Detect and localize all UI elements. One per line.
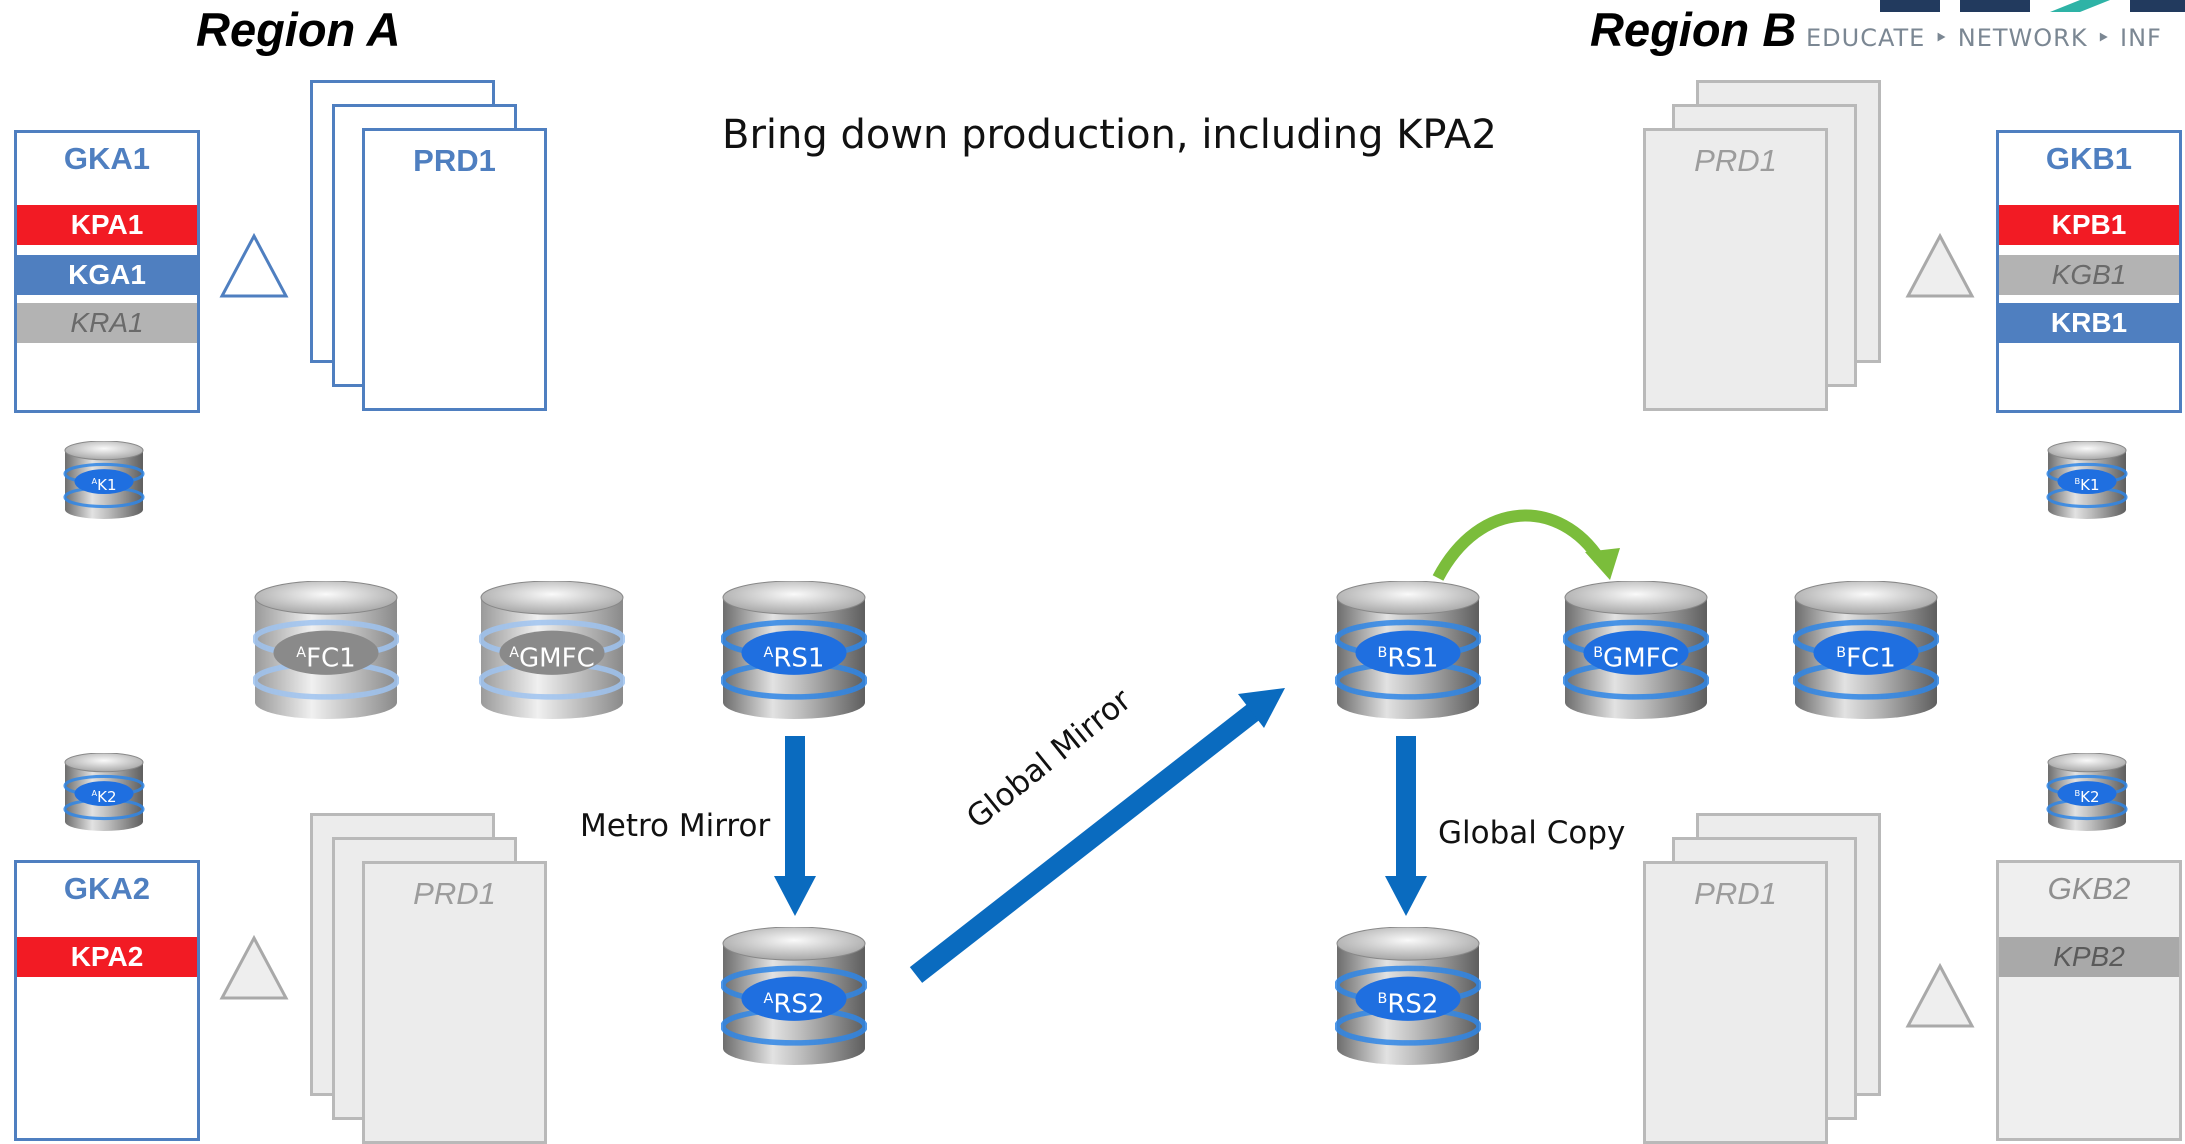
database-name: GMFC xyxy=(1603,643,1679,674)
database-region-superscript: B xyxy=(1836,644,1847,661)
database-label: BRS1 xyxy=(1335,635,1481,677)
database-region-superscript: A xyxy=(763,644,774,661)
prd-page-front: PRD1 xyxy=(1643,861,1828,1144)
row-kga1: KGA1 xyxy=(17,255,197,295)
prd-page-front: PRD1 xyxy=(362,861,547,1144)
database-brs2: BRS2 xyxy=(1334,926,1482,1065)
prd-label: PRD1 xyxy=(413,143,496,178)
database-label: AK1 xyxy=(63,471,145,495)
row-kpa1: KPA1 xyxy=(17,205,197,245)
row-kgb1: KGB1 xyxy=(1999,255,2179,295)
database-region-superscript: B xyxy=(1593,644,1604,661)
database-region-superscript: B xyxy=(2074,788,2081,799)
prd-page-front: PRD1 xyxy=(1643,128,1828,411)
database-afc1: AFC1 xyxy=(252,580,400,719)
database-label: BGMFC xyxy=(1563,635,1709,677)
triangle-icon xyxy=(1905,232,1975,298)
logo-icon xyxy=(1880,0,2185,12)
database-region-superscript: A xyxy=(91,476,98,487)
system-title: GKB2 xyxy=(2047,871,2131,906)
global-mirror-arrow xyxy=(909,688,1285,983)
global-copy-arrow xyxy=(1385,736,1427,916)
database-name: GMFC xyxy=(519,643,595,674)
database-region-superscript: A xyxy=(296,644,307,661)
green-curve-arrow xyxy=(1432,509,1620,581)
logo-tagline: EDUCATE ‣ NETWORK ‣ INF xyxy=(1806,24,2162,52)
database-region-superscript: B xyxy=(1377,990,1388,1007)
metro-mirror-label: Metro Mirror xyxy=(580,808,771,844)
database-label: AFC1 xyxy=(253,635,399,677)
database-region-superscript: A xyxy=(91,788,98,799)
database-ars2: ARS2 xyxy=(720,926,868,1065)
triangle-icon xyxy=(219,934,289,1000)
database-agmfc: AGMFC xyxy=(478,580,626,719)
database-label: AGMFC xyxy=(479,635,625,677)
row-krb1: KRB1 xyxy=(1999,303,2179,343)
system-title: GKA1 xyxy=(63,141,151,176)
database-label: ARS1 xyxy=(721,635,867,677)
database-name: K2 xyxy=(97,788,117,807)
system-gkb2: GKB2 KPB2 xyxy=(1996,860,2182,1141)
prd-page-front: PRD1 xyxy=(362,128,547,411)
database-brs1: BRS1 xyxy=(1334,580,1482,719)
database-label: ARS2 xyxy=(721,981,867,1023)
database-bgmfc: BGMFC xyxy=(1562,580,1710,719)
database-label: BK2 xyxy=(2046,783,2128,807)
system-gka2: GKA2 KPA2 xyxy=(14,860,200,1141)
database-name: FC1 xyxy=(306,643,356,674)
global-copy-label: Global Copy xyxy=(1438,815,1626,851)
database-name: K2 xyxy=(2080,788,2100,807)
database-ak2: AK2 xyxy=(63,752,145,831)
headline: Bring down production, including KPA2 xyxy=(722,112,1497,158)
row-kpb2: KPB2 xyxy=(1999,937,2179,977)
triangle-icon xyxy=(219,232,289,298)
database-name: RS2 xyxy=(773,989,825,1020)
row-kpb1: KPB1 xyxy=(1999,205,2179,245)
system-gkb1: GKB1 KPB1 KGB1 KRB1 xyxy=(1996,130,2182,413)
region-b-title: Region B xyxy=(1590,3,1797,56)
database-ars1: ARS1 xyxy=(720,580,868,719)
database-name: RS1 xyxy=(1387,643,1439,674)
database-region-superscript: B xyxy=(2074,476,2081,487)
metro-mirror-arrow xyxy=(774,736,816,916)
system-title: GKA2 xyxy=(63,871,151,906)
prd-label: PRD1 xyxy=(1694,876,1777,911)
database-region-superscript: B xyxy=(1377,644,1388,661)
database-bk1: BK1 xyxy=(2046,440,2128,519)
triangle-icon xyxy=(1905,962,1975,1028)
prd-label: PRD1 xyxy=(413,876,496,911)
database-ak1: AK1 xyxy=(63,440,145,519)
database-name: K1 xyxy=(2080,476,2100,495)
database-name: RS1 xyxy=(773,643,825,674)
database-bfc1: BFC1 xyxy=(1792,580,1940,719)
database-label: BK1 xyxy=(2046,471,2128,495)
database-region-superscript: A xyxy=(509,644,520,661)
system-gka1: GKA1 KPA1 KGA1 KRA1 xyxy=(14,130,200,413)
database-label: AK2 xyxy=(63,783,145,807)
database-label: BRS2 xyxy=(1335,981,1481,1023)
region-a-title: Region A xyxy=(196,3,401,56)
row-kpa2: KPA2 xyxy=(17,937,197,977)
database-name: FC1 xyxy=(1846,643,1896,674)
database-name: RS2 xyxy=(1387,989,1439,1020)
database-bk2: BK2 xyxy=(2046,752,2128,831)
system-title: GKB1 xyxy=(2045,141,2133,176)
database-label: BFC1 xyxy=(1793,635,1939,677)
row-kra1: KRA1 xyxy=(17,303,197,343)
database-name: K1 xyxy=(97,476,117,495)
prd-label: PRD1 xyxy=(1694,143,1777,178)
database-region-superscript: A xyxy=(763,990,774,1007)
